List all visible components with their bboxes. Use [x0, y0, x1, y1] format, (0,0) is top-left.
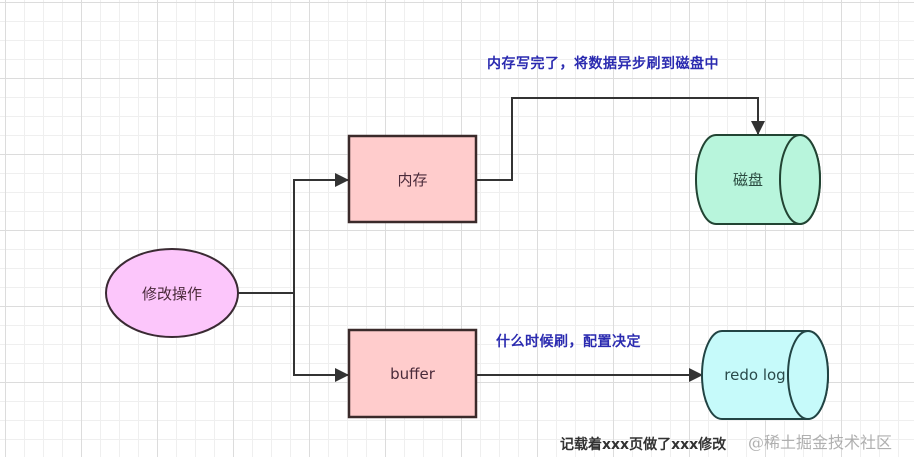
node-operation-label: 修改操作 [141, 284, 202, 303]
node-buffer-label: buffer [390, 364, 435, 383]
edge-memory-to-disk [477, 97, 765, 181]
edge-label-memory-to-disk: 内存写完了，将数据异步刷到磁盘中 [487, 56, 719, 72]
edge-operation-to-memory [293, 173, 349, 293]
node-memory-label: 内存 [397, 170, 428, 189]
edge-label-buffer-to-redo-log: 什么时候刷，配置决定 [496, 334, 641, 350]
edge-operation-to-buffer [293, 293, 349, 382]
node-operation-shape[interactable] [105, 248, 239, 338]
node-redo-log-label: redo log [724, 366, 786, 384]
watermark: @稀土掘金技术社区 [748, 433, 893, 452]
node-disk-shape[interactable] [695, 134, 821, 225]
redo-log-note: 记载着xxx页做了xxx修改 [560, 437, 727, 453]
node-redo-log-shape[interactable] [701, 330, 829, 420]
node-memory-shape[interactable] [347, 134, 478, 224]
node-buffer-shape[interactable] [347, 328, 478, 419]
node-disk-label: 磁盘 [732, 171, 763, 189]
